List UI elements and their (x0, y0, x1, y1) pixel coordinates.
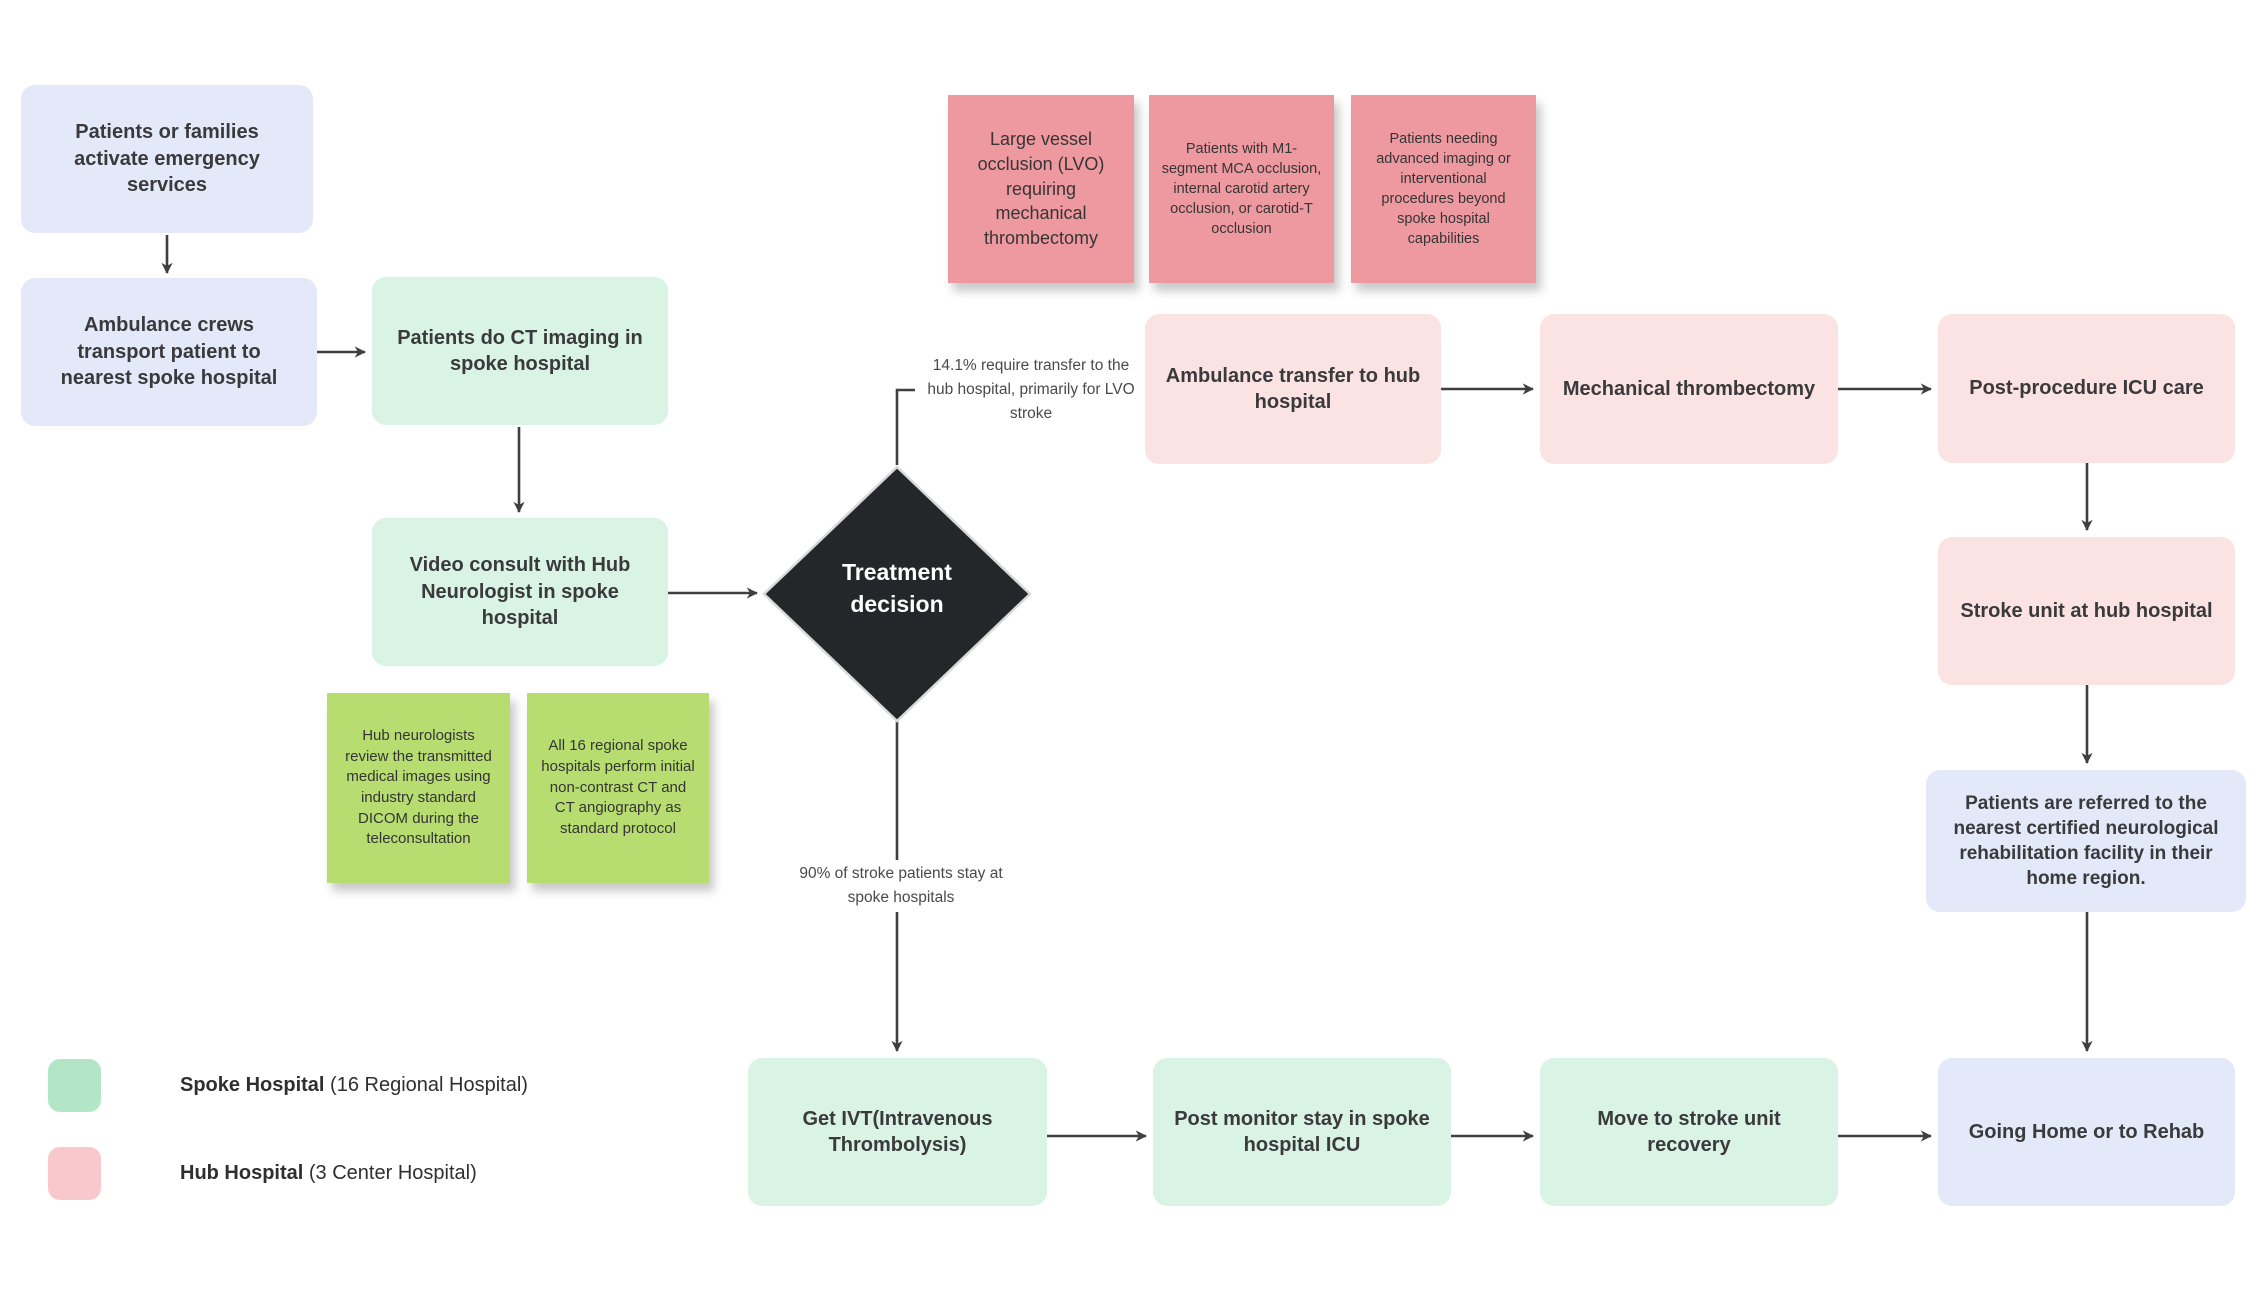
legend-row-spoke: Spoke Hospital (16 Regional Hospital) (48, 1059, 528, 1112)
node-post-procedure-icu: Post-procedure ICU care (1938, 314, 2235, 463)
node-activate-emergency: Patients or families activate emergency … (21, 85, 313, 233)
spoke-hospital-color-swatch (48, 1059, 101, 1112)
decision-diamond (762, 465, 1032, 723)
legend-hub-label: Hub Hospital (3 Center Hospital) (180, 1162, 477, 1185)
hub-hospital-color-swatch (48, 1147, 101, 1200)
node-ambulance-to-spoke: Ambulance crews transport patient to nea… (21, 278, 317, 426)
node-mechanical-thrombectomy: Mechanical thrombectomy (1540, 314, 1838, 464)
legend-row-hub: Hub Hospital (3 Center Hospital) (48, 1147, 528, 1200)
legend-spoke-label: Spoke Hospital (16 Regional Hospital) (180, 1074, 528, 1097)
legend-spoke-label-rest: (16 Regional Hospital) (324, 1074, 528, 1096)
node-video-consult: Video consult with Hub Neurologist in sp… (372, 518, 668, 666)
node-ambulance-to-hub: Ambulance transfer to hub hospital (1145, 314, 1441, 464)
node-post-monitor-icu: Post monitor stay in spoke hospital ICU (1153, 1058, 1451, 1206)
node-get-ivt: Get IVT(Intravenous Thrombolysis) (748, 1058, 1047, 1206)
edge-label-transfer-percentage: 14.1% require transfer to the hub hospit… (915, 352, 1147, 429)
legend-spoke-label-bold: Spoke Hospital (180, 1074, 325, 1096)
legend-hub-label-bold: Hub Hospital (180, 1162, 304, 1184)
node-ct-imaging: Patients do CT imaging in spoke hospital (372, 277, 668, 425)
sticky-note-m1-occlusion: Patients with M1-segment MCA occlusion, … (1149, 95, 1334, 283)
legend: Spoke Hospital (16 Regional Hospital) Hu… (48, 1059, 528, 1235)
node-stroke-unit-recovery: Move to stroke unit recovery (1540, 1058, 1838, 1206)
sticky-note-advanced-imaging: Patients needing advanced imaging or int… (1351, 95, 1536, 283)
decision-diamond-label: Treatment decision (842, 559, 952, 618)
node-stroke-unit-hub: Stroke unit at hub hospital (1938, 537, 2235, 685)
edge-label-stay-percentage: 90% of stroke patients stay at spoke hos… (787, 860, 1015, 913)
sticky-note-dicom-review: Hub neurologists review the transmitted … (327, 693, 510, 883)
sticky-note-ct-protocol: All 16 regional spoke hospitals perform … (527, 693, 709, 883)
sticky-note-lvo: Large vessel occlusion (LVO) requiring m… (948, 95, 1134, 283)
node-rehab-referral: Patients are referred to the nearest cer… (1926, 770, 2246, 912)
node-going-home-or-rehab: Going Home or to Rehab (1938, 1058, 2235, 1206)
legend-hub-label-rest: (3 Center Hospital) (303, 1162, 477, 1184)
